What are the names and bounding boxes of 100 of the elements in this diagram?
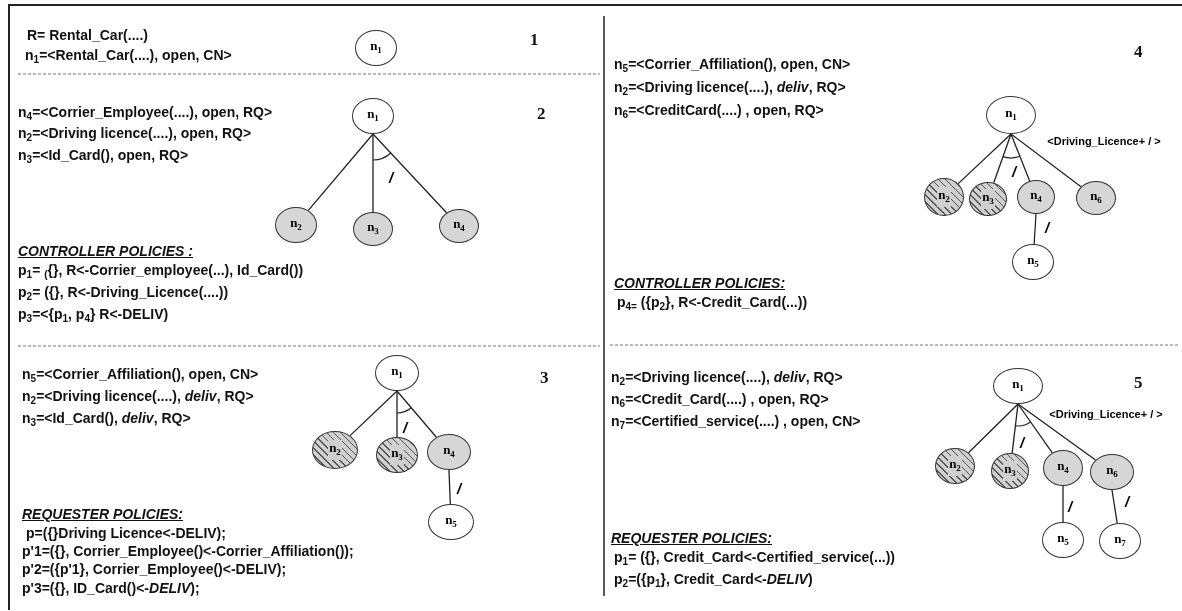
tree-edge [307, 133, 374, 212]
tree-node [355, 30, 397, 66]
tree-edge [1011, 403, 1019, 454]
tree-node [986, 96, 1036, 134]
tree-edge [372, 133, 448, 214]
tree-node [1090, 454, 1134, 490]
edge-label: / [1066, 500, 1074, 514]
node-label: n$_{1}$ [369, 38, 383, 57]
tree-node [427, 434, 471, 470]
node-label: n$_{3}$ [366, 219, 380, 238]
node-label: n$_{5}$ [1026, 252, 1040, 271]
edge-label: / [1018, 436, 1026, 450]
edge-label: <Driving_Licence+ / > [1048, 407, 1164, 421]
node-label: n$_{7}$ [1113, 531, 1127, 550]
edge-label: / [1010, 165, 1018, 179]
formula-text: R= Rental_Car(....) [27, 26, 148, 45]
tree-node [375, 355, 419, 391]
formula-text: n$_{2}$=<Driving licence(....), deliv, RQ> [614, 78, 846, 99]
node-label: n$_{4}$ [1056, 458, 1070, 477]
panel-number: 1 [530, 30, 539, 50]
section-heading: CONTROLLER POLICIES : [18, 242, 193, 261]
tree-node [1012, 244, 1054, 280]
node-label: n$_{2}$ [937, 187, 951, 207]
tree-edge [1111, 489, 1118, 524]
edge-label: / [455, 482, 463, 496]
tree-node [991, 453, 1029, 489]
panel-number: 2 [537, 104, 546, 124]
formula-text: n$_{4}$=<Corrier_Employee(....), open, RQ> [18, 103, 273, 124]
formula-text: n$_{5}$=<Corrier_Affiliation(), open, CN> [22, 365, 259, 386]
tree-node [924, 178, 964, 216]
formula-text: p'1=({}, Corrier_Employee()<-Corrier_Affiliation()); [22, 542, 354, 561]
formula-text: p$_{3}$=<{p$_{1}$, p$_{4}$} R<-DELIV) [18, 305, 169, 326]
node-label: n$_{1}$ [390, 363, 404, 382]
formula-text: n$_{1}$=<Rental_Car(....), open, CN> [25, 46, 232, 67]
panel-number: 3 [540, 368, 549, 388]
node-label: n$_{4}$ [452, 216, 466, 235]
tree-edge [372, 133, 374, 213]
tree-edge [1033, 213, 1037, 245]
edge-label: / [1123, 495, 1131, 509]
node-label: n$_{1}$ [366, 106, 380, 125]
tree-edge [1010, 133, 1082, 188]
tree-node [312, 431, 358, 469]
node-label: n$_{1}$ [1011, 376, 1025, 395]
node-label: n$_{5}$ [444, 512, 458, 531]
section-heading: REQUESTER POLICIES: [22, 505, 184, 524]
formula-text: n$_{7}$=<Certified_service(....) , open, CN> [611, 412, 861, 433]
tree-node [1017, 180, 1055, 214]
tree-edge [967, 403, 1019, 454]
section-heading: REQUESTER POLICIES: [611, 529, 773, 548]
node-label: n$_{3}$ [1003, 461, 1017, 481]
node-label: n$_{2}$ [289, 215, 303, 234]
formula-text: p$_{1}$= $_{(}${}, R<-Corrier_employee(...), Id_Card()) [18, 261, 304, 282]
formula-text: n$_{5}$=<Corrier_Affiliation(), open, CN> [614, 55, 851, 76]
tree-edge [957, 133, 1012, 185]
edge-label: / [387, 171, 395, 185]
formula-text: n$_{2}$=<Driving licence(....), deliv, RQ> [22, 387, 254, 408]
formula-text: n$_{2}$=<Driving licence(....), deliv, RQ> [611, 368, 843, 389]
formula-text: n$_{3}$=<Id_Card(), open, RQ> [18, 146, 189, 167]
formula-text: p$_{2}$=({p$_{1}$}, Credit_Card<-DELIV) [614, 570, 813, 591]
formula-text: n$_{2}$=<Driving licence(....), open, RQ> [18, 124, 252, 145]
node-label: n$_{4}$ [442, 442, 456, 461]
formula-text: p'2=({p'1}, Corrier_Employee()<-DELIV); [22, 560, 287, 579]
node-label: n$_{1}$ [1004, 105, 1018, 124]
tree-node [428, 504, 474, 540]
tree-edge [396, 390, 398, 438]
node-label: n$_{6}$ [1105, 462, 1119, 481]
formula-text: p'3=({}, ID_Card()<-DELIV); [22, 579, 200, 598]
formula-text: n$_{6}$=<Credit_Card(....) , open, RQ> [611, 390, 829, 411]
tree-node [1099, 523, 1141, 559]
panel-number: 5 [1134, 373, 1143, 393]
node-label: n$_{3}$ [981, 189, 995, 209]
tree-node [275, 207, 317, 243]
edge-label: <Driving_Licence+ / > [1046, 134, 1162, 148]
tree-node [935, 448, 975, 484]
node-label: n$_{6}$ [1089, 188, 1103, 207]
node-label: n$_{3}$ [390, 445, 404, 465]
edge-label: / [401, 421, 409, 435]
node-label: n$_{4}$ [1029, 187, 1043, 206]
tree-node [1042, 522, 1084, 558]
formula-text: p$_{2}$= ({}, R<-Driving_Licence(....)) [18, 283, 229, 304]
tree-node [439, 209, 479, 243]
edge-label: / [1043, 221, 1051, 235]
formula-text: p$_{1}$= ({}, Credit_Card<-Certified_service(...)) [614, 548, 895, 569]
tree-edge [1017, 403, 1097, 461]
formula-text: n$_{3}$=<Id_Card(), deliv, RQ> [22, 409, 191, 430]
panel-number: 4 [1134, 42, 1143, 62]
formula-text: p$_{4=}$ ({p$_{2}$}, R<-Credit_Card(...)) [617, 293, 808, 314]
node-label: n$_{2}$ [948, 456, 962, 476]
tree-node [353, 212, 393, 246]
tree-node [1076, 181, 1116, 215]
tree-edge [448, 469, 451, 505]
node-label: n$_{5}$ [1056, 530, 1070, 549]
tree-edge [1010, 133, 1031, 182]
tree-node [969, 182, 1007, 216]
section-heading: CONTROLLER POLICIES: [614, 274, 786, 293]
tree-edge [1017, 403, 1053, 454]
tree-edge [349, 390, 398, 437]
tree-edge [993, 133, 1012, 184]
tree-node [1043, 450, 1083, 486]
formula-text: n$_{6}$=<CreditCard(....) , open, RQ> [614, 101, 824, 122]
